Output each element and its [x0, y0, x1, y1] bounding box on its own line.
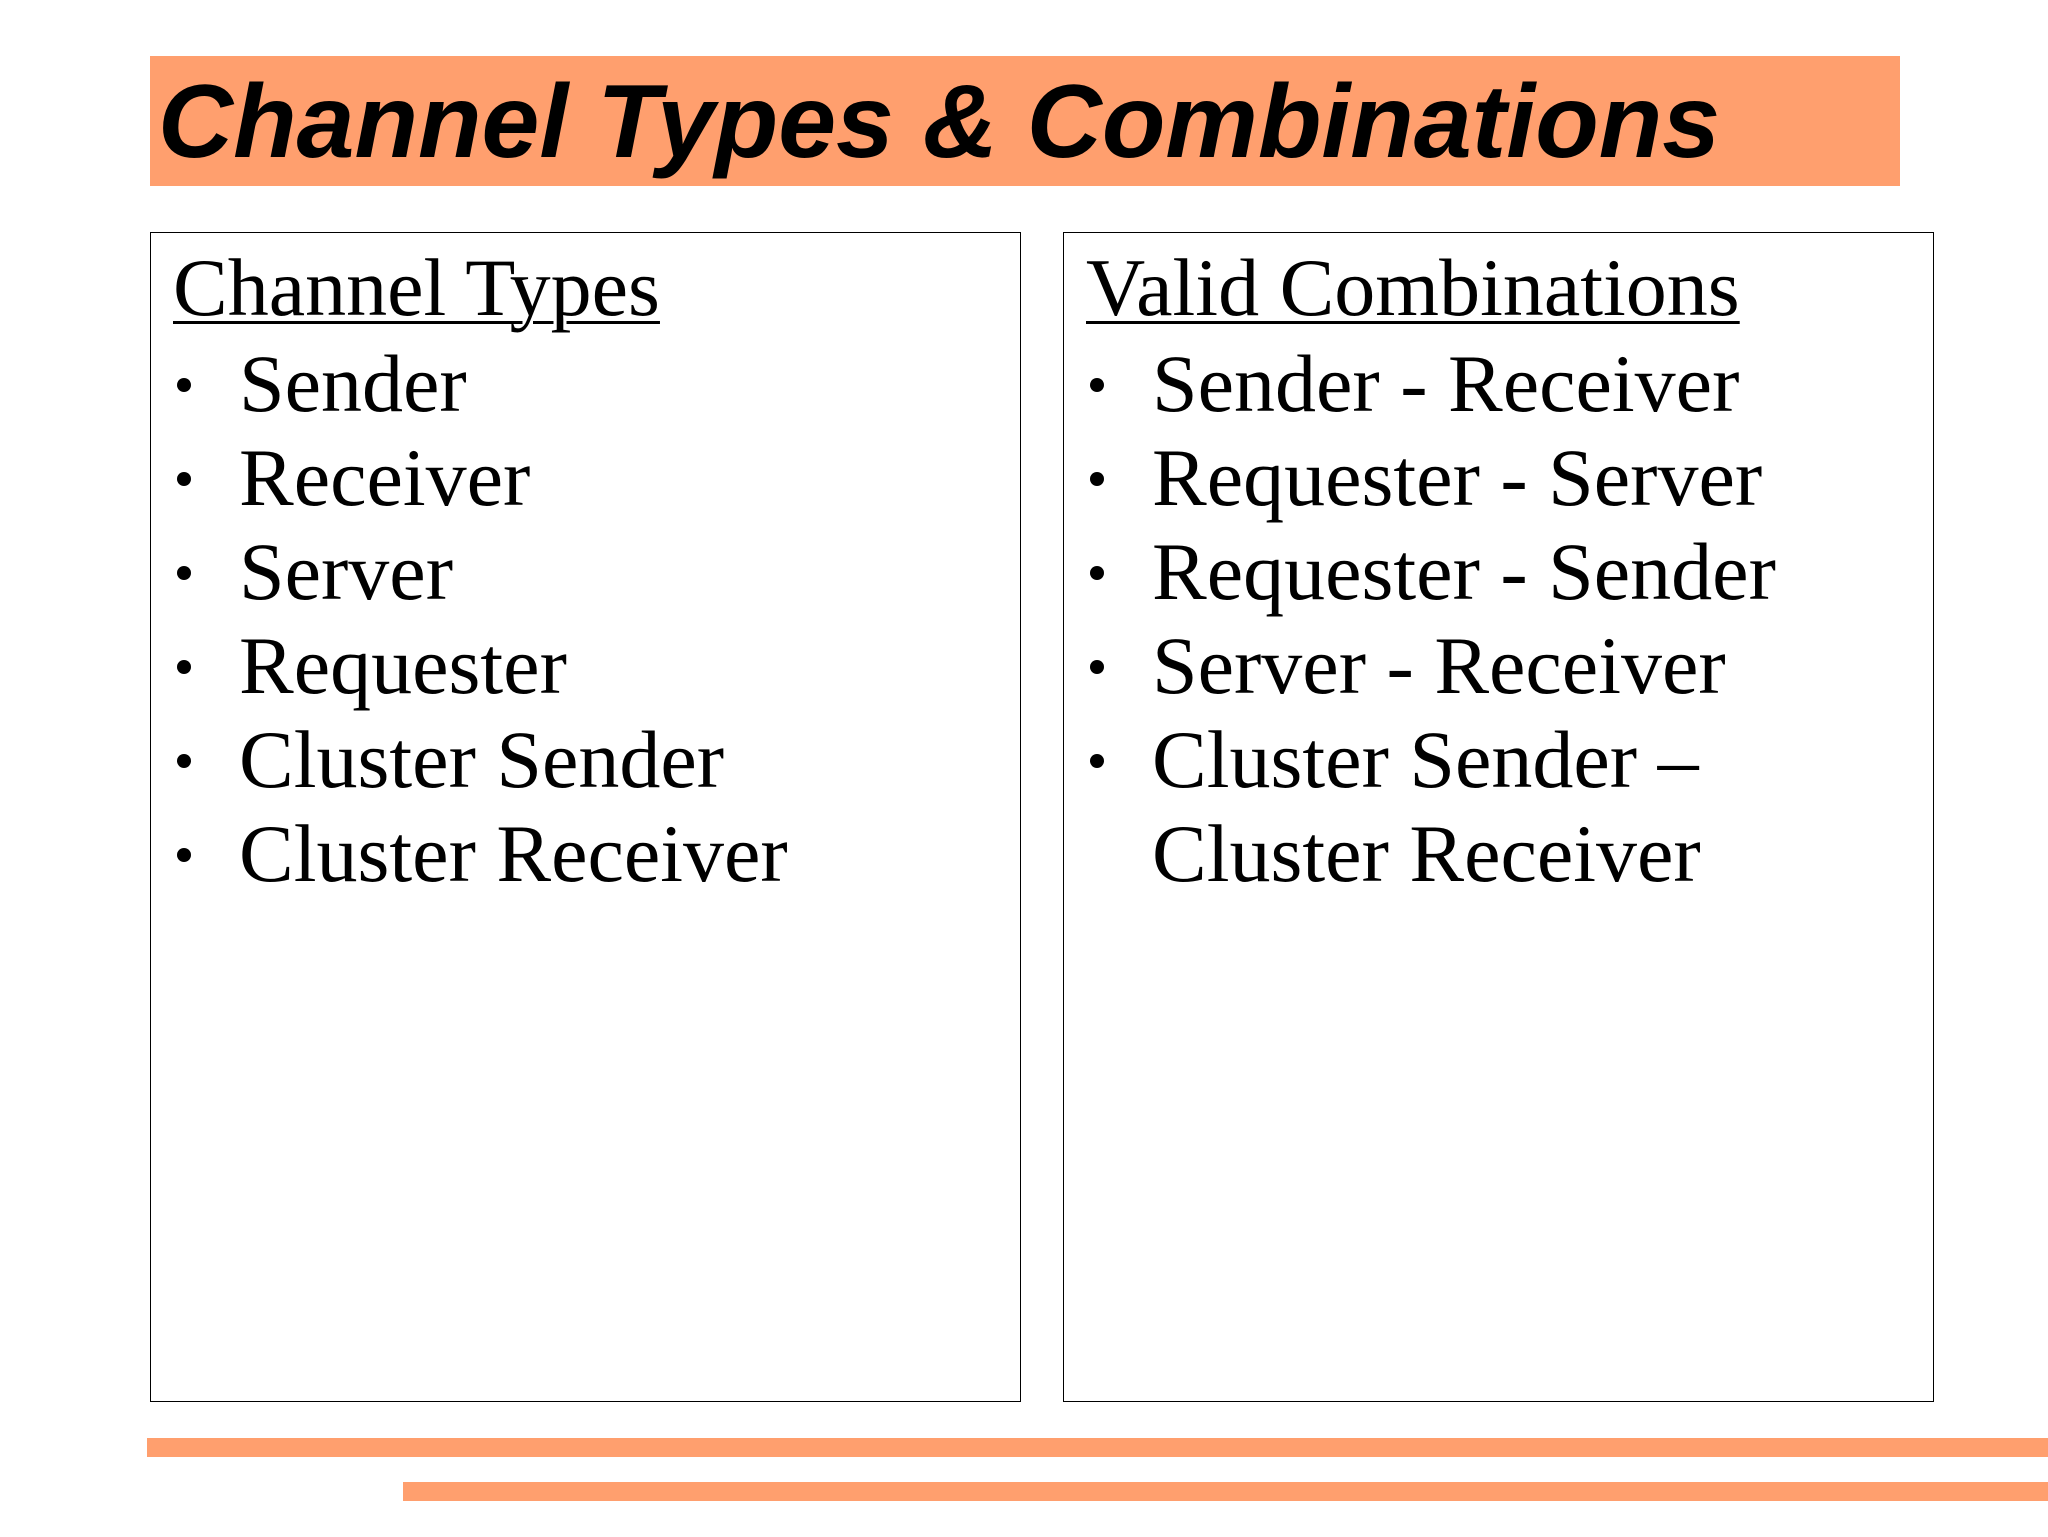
slide-title: Channel Types & Combinations	[158, 64, 1721, 180]
list-item-label: Cluster Sender – Cluster Receiver	[1152, 714, 1701, 899]
valid-combinations-heading: Valid Combinations	[1086, 242, 1740, 333]
bullet-icon	[1090, 754, 1104, 768]
footer-accent-bar-top	[147, 1438, 2048, 1457]
valid-combinations-panel: Valid Combinations Sender - Receiver Req…	[1063, 232, 1934, 1402]
channel-types-panel: Channel Types Sender Receiver Server Req…	[150, 232, 1021, 1402]
list-item: Server	[173, 525, 1010, 619]
list-item-label: Server - Receiver	[1152, 620, 1726, 711]
bullet-icon	[177, 660, 191, 674]
list-item: Server - Receiver	[1086, 619, 1923, 713]
bullet-icon	[1090, 378, 1104, 392]
list-item: Requester - Server	[1086, 431, 1923, 525]
list-item-label: Cluster Sender	[239, 714, 725, 805]
list-item: Sender - Receiver	[1086, 337, 1923, 431]
list-item-label: Sender	[239, 338, 467, 429]
list-item-label: Sender - Receiver	[1152, 338, 1740, 429]
list-item: Requester - Sender	[1086, 525, 1923, 619]
channel-types-list: Sender Receiver Server Requester Cluster…	[173, 337, 1010, 901]
list-item: Requester	[173, 619, 1010, 713]
list-item: Cluster Receiver	[173, 807, 1010, 901]
bullet-icon	[177, 566, 191, 580]
list-item-label: Requester	[239, 620, 567, 711]
bullet-icon	[177, 848, 191, 862]
bullet-icon	[1090, 472, 1104, 486]
list-item-label: Receiver	[239, 432, 531, 523]
bullet-icon	[177, 378, 191, 392]
list-item-label: Server	[239, 526, 454, 617]
title-banner: Channel Types & Combinations	[150, 56, 1900, 186]
list-item: Receiver	[173, 431, 1010, 525]
list-item-label: Cluster Receiver	[239, 808, 788, 899]
list-item: Cluster Sender – Cluster Receiver	[1086, 713, 1923, 901]
bullet-icon	[1090, 566, 1104, 580]
list-item-label: Requester - Sender	[1152, 526, 1776, 617]
valid-combinations-list: Sender - Receiver Requester - Server Req…	[1086, 337, 1923, 901]
list-item-label: Requester - Server	[1152, 432, 1763, 523]
bullet-icon	[177, 472, 191, 486]
footer-accent-bar-bottom	[403, 1482, 2048, 1501]
channel-types-heading: Channel Types	[173, 242, 660, 333]
list-item: Cluster Sender	[173, 713, 1010, 807]
bullet-icon	[1090, 660, 1104, 674]
bullet-icon	[177, 754, 191, 768]
list-item: Sender	[173, 337, 1010, 431]
